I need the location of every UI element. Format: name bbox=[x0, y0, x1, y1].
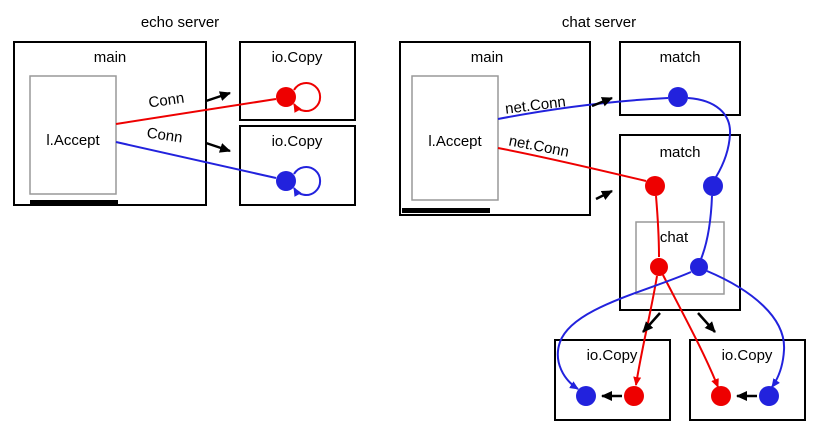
chat-blue-to-iocopy-left-curve bbox=[556, 271, 692, 390]
echo-server-title: echo server bbox=[141, 14, 219, 31]
chat-match-top-blue-dot bbox=[668, 87, 688, 107]
chat-netconn-bottom-line bbox=[497, 147, 647, 182]
chat-chatroom-blue-dot bbox=[690, 258, 708, 276]
chat-chat-box bbox=[635, 221, 725, 295]
echo-iocopy-top-label: io.Copy bbox=[272, 49, 323, 66]
chat-red-to-iocopy-right-line bbox=[662, 274, 719, 388]
chat-accept-label: l.Accept bbox=[428, 133, 482, 150]
echo-accept-box bbox=[29, 75, 117, 195]
echo-accept-label: l.Accept bbox=[46, 132, 100, 149]
chat-channel-arrow-into-match-main bbox=[595, 189, 613, 201]
echo-conn-bottom-label: Conn bbox=[146, 125, 184, 147]
chat-iocopy-left-red-dot bbox=[624, 386, 644, 406]
echo-main-thick-bar bbox=[30, 200, 118, 205]
chat-channel-arrow-down-right bbox=[697, 312, 716, 333]
chat-match-main-blue-dot bbox=[703, 176, 723, 196]
chat-iocopy-left-box bbox=[554, 339, 671, 421]
echo-channel-arrow-top bbox=[205, 91, 231, 103]
echo-conn-top-line bbox=[115, 98, 277, 125]
chat-match-top-label: match bbox=[660, 49, 701, 66]
chat-blue-to-chatroom-line bbox=[700, 195, 713, 260]
echo-iocopy-bottom-label: io.Copy bbox=[272, 133, 323, 150]
chat-netconn-top-line bbox=[497, 97, 669, 120]
chat-match-main-red-dot bbox=[645, 176, 665, 196]
chat-match-main-label: match bbox=[660, 144, 701, 161]
chat-chatroom-red-dot bbox=[650, 258, 668, 276]
chat-main-thick-bar bbox=[402, 208, 490, 213]
echo-conn-bottom-line bbox=[115, 141, 277, 179]
chat-server-title: chat server bbox=[562, 14, 636, 31]
echo-red-selfloop-arrow bbox=[293, 82, 322, 113]
echo-goroutine-red-dot bbox=[276, 87, 296, 107]
chat-match-handoff-blue-curve bbox=[687, 97, 732, 178]
echo-iocopy-top-box bbox=[239, 41, 356, 121]
chat-channel-arrow-down-left bbox=[642, 312, 661, 333]
chat-red-to-chatroom-line bbox=[655, 195, 660, 258]
chat-blue-to-iocopy-right-curve bbox=[706, 270, 786, 388]
echo-main-label: main bbox=[94, 49, 127, 66]
chat-iocopy-right-box bbox=[689, 339, 806, 421]
chat-iocopy-left-blue-dot bbox=[576, 386, 596, 406]
echo-goroutine-blue-dot bbox=[276, 171, 296, 191]
echo-conn-top-label: Conn bbox=[147, 90, 185, 112]
chat-channel-arrow-main-to-match bbox=[591, 96, 613, 108]
chat-iocopy-right-red-dot bbox=[711, 386, 731, 406]
chat-iocopy-left-label: io.Copy bbox=[587, 347, 638, 364]
echo-blue-selfloop-arrow bbox=[293, 166, 322, 197]
chat-iocopy-right-label: io.Copy bbox=[722, 347, 773, 364]
chat-main-label: main bbox=[471, 49, 504, 66]
chat-chat-label: chat bbox=[660, 229, 689, 246]
echo-channel-arrow-bottom bbox=[205, 141, 231, 153]
chat-iocopy-right-blue-dot bbox=[759, 386, 779, 406]
chat-accept-box bbox=[411, 75, 499, 201]
